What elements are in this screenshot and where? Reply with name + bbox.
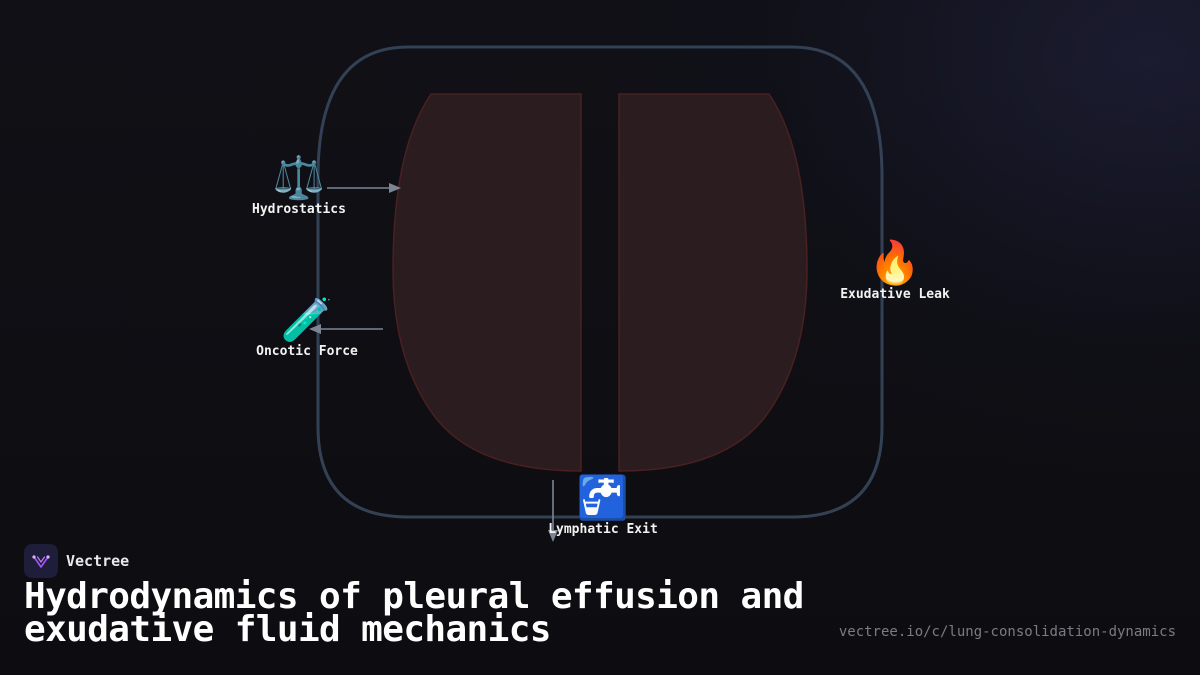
left-lung <box>392 93 582 472</box>
oncotic-label: Oncotic Force <box>256 344 358 359</box>
pleural-cavity-outline <box>316 45 884 519</box>
balance-scale-icon: ⚖️ <box>272 153 326 202</box>
exudative-label: Exudative Leak <box>840 287 950 302</box>
vectree-logo-icon <box>24 544 58 578</box>
oncotic-node: 🧪 Oncotic Force <box>247 295 367 360</box>
faucet-icon: 🚰 <box>576 473 630 522</box>
brand[interactable]: Vectree <box>24 544 129 578</box>
right-lung <box>618 93 808 472</box>
hydrostatics-label: Hydrostatics <box>252 202 346 217</box>
source-url[interactable]: vectree.io/c/lung-consolidation-dynamics <box>838 624 1176 640</box>
exudative-node: 🔥 Exudative Leak <box>834 238 956 303</box>
hydrostatics-node: ⚖️ Hydrostatics <box>244 153 354 218</box>
page-title: Hydrodynamics of pleural effusion and ex… <box>24 576 804 650</box>
brand-name: Vectree <box>66 552 130 570</box>
fire-icon: 🔥 <box>868 238 922 287</box>
test-tube-icon: 🧪 <box>280 295 334 344</box>
lymphatic-node: 🚰 Lymphatic Exit <box>543 473 663 538</box>
lymphatic-label: Lymphatic Exit <box>548 522 658 537</box>
